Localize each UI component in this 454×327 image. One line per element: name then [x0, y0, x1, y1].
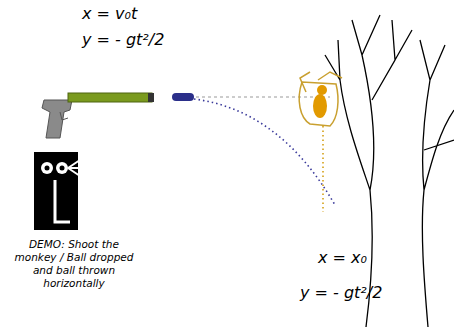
monkey	[299, 72, 342, 126]
tree	[325, 15, 454, 327]
equation: x = v₀t	[82, 4, 137, 23]
equation: y = - gt²/2	[82, 30, 164, 49]
demo-caption: DEMO: Shoot the monkey / Ball dropped an…	[10, 238, 138, 291]
line-of-sight	[196, 97, 330, 98]
equation: y = - gt²/2	[300, 283, 382, 302]
drop-line	[322, 126, 324, 212]
gun	[42, 93, 154, 138]
equation: x = x₀	[318, 248, 367, 267]
demo-icon	[34, 152, 80, 230]
trajectory	[194, 99, 335, 205]
projectile	[172, 93, 194, 101]
